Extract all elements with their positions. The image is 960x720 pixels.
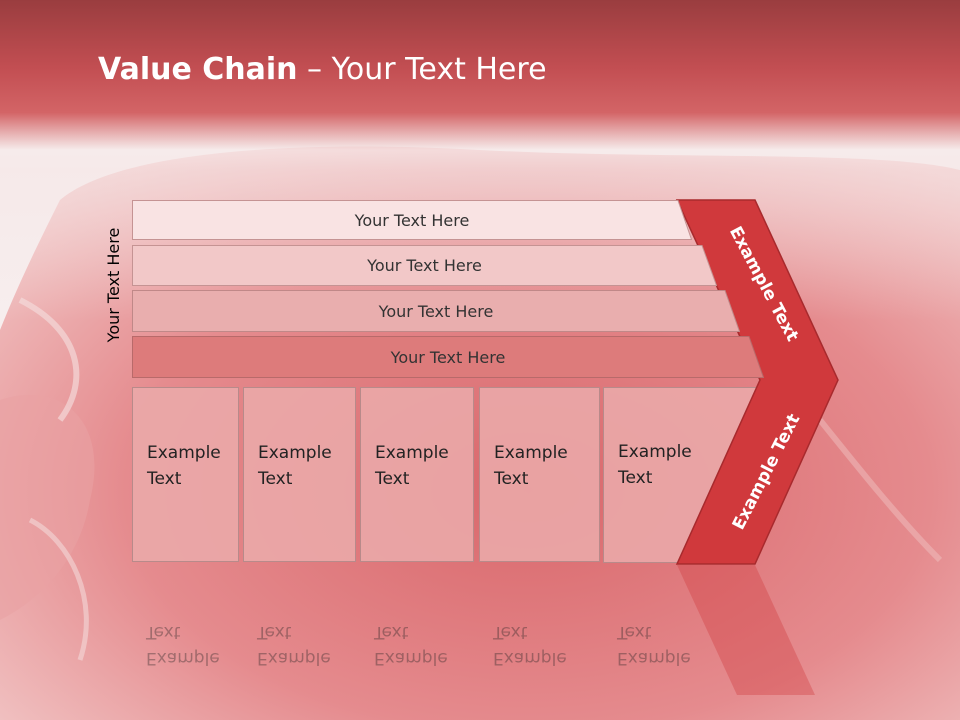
row-3-label: Your Text Here <box>378 301 494 321</box>
page-title: Value Chain – Your Text Here <box>98 52 547 87</box>
reflection-box-4: Example Text <box>493 622 567 668</box>
value-row-3[interactable]: Your Text Here <box>132 290 740 332</box>
activity-box-4[interactable]: Example Text <box>479 387 600 562</box>
box-4-label: Example Text <box>494 443 568 489</box>
activity-box-2[interactable]: Example Text <box>243 387 356 562</box>
reflection-box-1: Example Text <box>146 622 220 668</box>
side-label: Your Text Here <box>104 227 123 343</box>
row-4-label: Your Text Here <box>390 347 506 367</box>
row-4-shape <box>132 336 764 378</box>
title-banner <box>0 0 960 150</box>
box-1-label: Example Text <box>147 443 221 489</box>
margin-chevron[interactable] <box>675 198 845 568</box>
reflection-box-3: Example Text <box>374 622 448 668</box>
row-2-shape <box>132 245 717 286</box>
chevron-reflection <box>677 565 815 695</box>
box-3-label: Example Text <box>375 443 449 489</box>
row-1-label: Your Text Here <box>354 210 470 230</box>
row-3-shape <box>132 290 740 332</box>
value-row-1[interactable]: Your Text Here <box>132 200 692 240</box>
row-2-label: Your Text Here <box>367 256 482 275</box>
activity-box-3[interactable]: Example Text <box>360 387 474 562</box>
box-5-label: Example Text <box>618 442 692 488</box>
activity-box-1[interactable]: Example Text <box>132 387 239 562</box>
box-2-label: Example Text <box>258 443 332 489</box>
reflection-box-2: Example Text <box>257 622 331 668</box>
row-1-shape <box>132 200 692 240</box>
value-row-2[interactable]: Your Text Here <box>132 245 717 286</box>
value-row-4[interactable]: Your Text Here <box>132 336 764 378</box>
